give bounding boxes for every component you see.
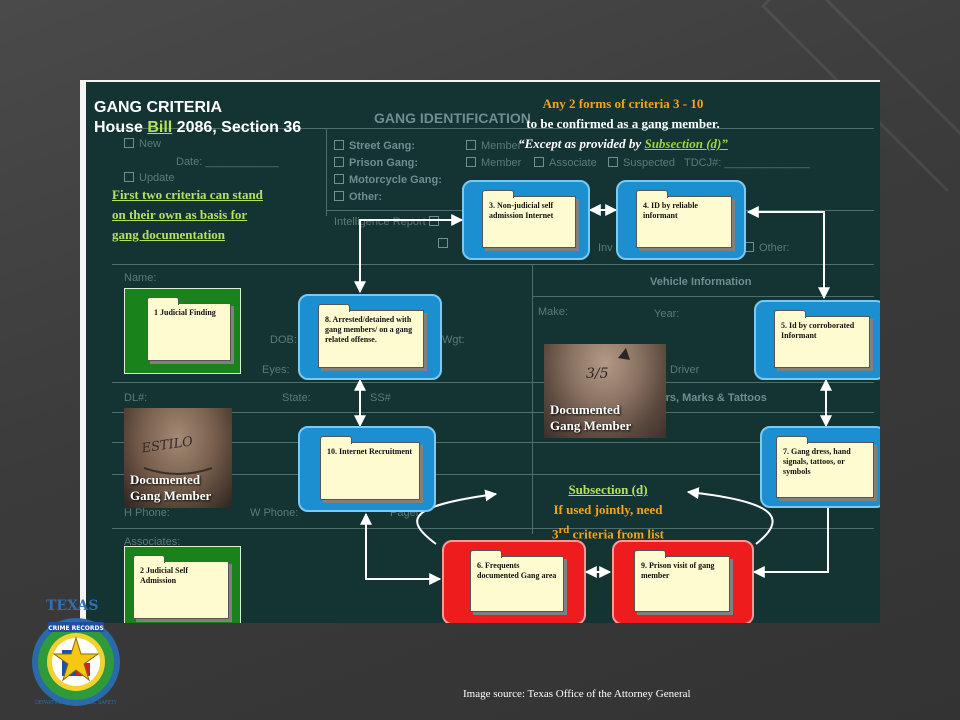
form-ss: SS# <box>370 392 391 404</box>
form-vehicle-info: Vehicle Information <box>650 276 752 288</box>
form-year: Year: <box>654 308 680 320</box>
form-wgt: Wgt: <box>442 334 465 346</box>
form-heading: GANG IDENTIFICATION <box>374 110 531 126</box>
criterion-9-folder: 9. Prison visit of gang member <box>634 550 730 612</box>
arrow-3-8 <box>354 214 464 294</box>
form-other: Other: <box>349 191 382 203</box>
criterion-2-box: 2 Judicial Self Admission <box>124 546 241 623</box>
form-scars: Scars, Marks & Tattoos <box>646 392 767 404</box>
criterion-5-box: 5. Id by corroborated Informant <box>754 300 880 380</box>
texas-crime-records-seal: TEXAS CRIME RECORDS DEPARTMENT OF PUBLIC… <box>32 598 120 706</box>
slide-title: GANG CRITERIA House Bill 2086, Section 3… <box>94 98 301 138</box>
criterion-4-folder: 4. ID by reliable informant <box>636 190 732 248</box>
form-make: Make: <box>538 306 568 318</box>
criterion-9-box: 9. Prison visit of gang member <box>612 540 754 623</box>
criterion-8-folder: 8. Arrested/detained with gang members/ … <box>318 304 424 368</box>
criterion-8-box: 8. Arrested/detained with gang members/ … <box>298 294 442 380</box>
form-driver: Driver <box>670 364 700 376</box>
seal-band-text: CRIME RECORDS <box>48 625 104 632</box>
criteria-note: Any 2 forms of criteria 3 - 10 to be con… <box>488 94 758 154</box>
slide: GANG IDENTIFICATION New Date: __________… <box>80 80 880 623</box>
criteria-note-line-2: to be confirmed as a gang member. <box>526 116 720 131</box>
form-inv: Inv <box>598 242 613 254</box>
criterion-10-box: 10. Internet Recruitment <box>298 426 436 512</box>
form-new: New <box>139 138 162 150</box>
form-suspected: Suspected <box>623 157 675 169</box>
criteria-note-line-1: Any 2 forms of criteria 3 - 10 <box>542 96 704 111</box>
subsection-d-line-2: If used jointly, need <box>553 502 663 517</box>
form-member: Member <box>481 157 522 169</box>
title-line-2: House Bill 2086, Section 36 <box>94 119 302 136</box>
subsection-link[interactable]: Subsection (d)” <box>644 136 728 151</box>
criterion-6-folder: 6. Frequents documented Gang area <box>470 550 564 612</box>
tattoo-photo-neck: 3/5 Documented Gang Member <box>544 344 666 438</box>
title-line-1: GANG CRITERIA <box>94 99 222 116</box>
criterion-6-box: 6. Frequents documented Gang area <box>442 540 586 623</box>
arrow-curve-right <box>686 487 774 545</box>
criterion-1-box: 1 Judicial Finding <box>124 288 241 374</box>
seal-top-text: TEXAS <box>46 598 98 614</box>
bill-link[interactable]: Bill <box>147 119 173 136</box>
criterion-1-folder: 1 Judicial Finding <box>147 297 231 361</box>
subsection-d-line-3: 3rd criteria from list <box>551 524 665 542</box>
criterion-2-folder: 2 Judicial Self Admission <box>133 555 229 619</box>
form-update: Update <box>139 172 175 184</box>
form-motorcycle-gang: Motorcycle Gang: <box>349 174 442 186</box>
criterion-4-box: 4. ID by reliable informant <box>616 180 746 260</box>
form-w-phone: W Phone: <box>250 507 299 519</box>
subsection-d-note: Subsection (d) If used jointly, need 3rd… <box>518 480 698 544</box>
criterion-3-box: 3. Non-judicial self admission Internet <box>462 180 590 260</box>
form-h-phone: H Phone: <box>124 507 170 519</box>
form-tdcj: TDCJ#: <box>684 157 722 169</box>
photo-caption-left: Documented Gang Member <box>130 472 212 503</box>
standalone-criteria-note: First two criteria can stand on their ow… <box>112 187 263 242</box>
photo-caption-right: Documented Gang Member <box>550 402 632 433</box>
subsection-d-heading: Subsection (d) <box>568 482 648 497</box>
form-name: Name: <box>124 272 157 284</box>
image-source-credit: Image source: Texas Office of the Attorn… <box>463 688 691 700</box>
seal-outer-text: DEPARTMENT OF PUBLIC SAFETY <box>35 700 118 706</box>
form-date: Date: <box>176 156 203 168</box>
svg-text:3/5: 3/5 <box>586 366 609 382</box>
criteria-note-line-3: “Except as provided by Subsection (d)” <box>518 136 728 151</box>
form-dob: DOB: <box>270 334 297 346</box>
svg-text:ESTILO: ESTILO <box>140 434 194 456</box>
criterion-5-folder: 5. Id by corroborated Informant <box>774 310 870 368</box>
form-state: State: <box>282 392 311 404</box>
criterion-7-folder: 7. Gang dress, hand signals, tattoos, or… <box>776 436 874 498</box>
criterion-7-box: 7. Gang dress, hand signals, tattoos, or… <box>760 426 880 508</box>
form-associates: Associates: <box>124 536 181 548</box>
form-prison-gang: Prison Gang: <box>349 157 419 169</box>
form-street-gang: Street Gang: <box>349 140 416 152</box>
criterion-10-folder: 10. Internet Recruitment <box>320 436 420 500</box>
criterion-3-folder: 3. Non-judicial self admission Internet <box>482 190 576 248</box>
form-member: Member <box>481 140 522 152</box>
form-dl: DL#: <box>124 392 148 404</box>
form-eyes: Eyes: <box>262 364 290 376</box>
arrow-10-6 <box>360 512 442 585</box>
tattoo-photo-chest: ESTILO Documented Gang Member <box>124 408 232 508</box>
form-associate: Associate <box>549 157 597 169</box>
connector-arrows <box>354 204 834 585</box>
arrow-4-5 <box>746 206 830 300</box>
arrow-curve-left <box>416 489 498 545</box>
arrow-9-7 <box>752 494 834 578</box>
